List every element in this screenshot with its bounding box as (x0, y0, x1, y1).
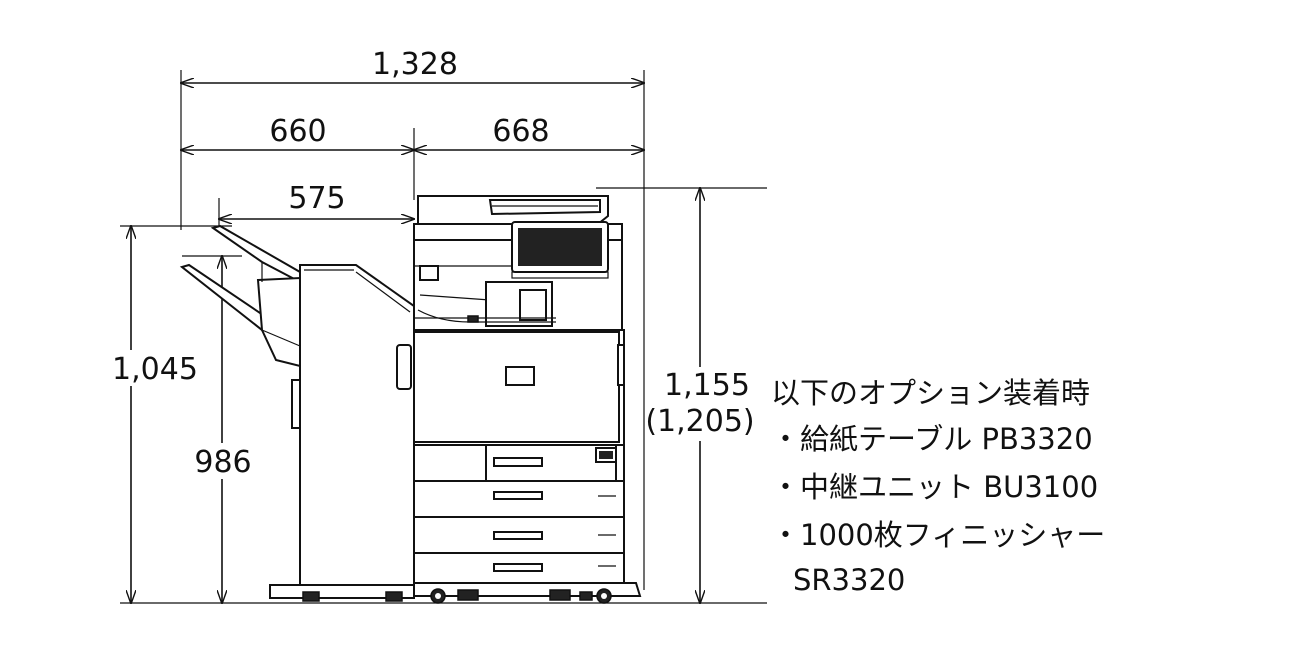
finisher-height-label: 1,045 (112, 352, 198, 387)
note-item-finisher-model: SR3320 (793, 563, 905, 597)
total-width-label: 1,328 (372, 47, 458, 82)
finisher-width-label: 660 (269, 114, 326, 149)
tray-width-label: 575 (288, 181, 345, 216)
main-height-alt-label: (1,205) (645, 404, 754, 439)
vertical-dimensions (120, 188, 767, 603)
note-item-bridge-unit: ・中継ユニット BU3100 (771, 470, 1098, 504)
main-unit (413, 195, 642, 604)
finisher-trays (179, 224, 303, 429)
option-notes: 以下のオプション装着時 ・給紙テーブル PB3320 ・中継ユニット BU310… (771, 376, 1105, 597)
main-height-label: 1,155 (664, 368, 750, 403)
main-width-label: 668 (492, 114, 549, 149)
notes-heading: 以下のオプション装着時 (771, 376, 1090, 410)
copier-illustration (179, 195, 642, 604)
horizontal-dimensions (181, 70, 644, 590)
tray-height-label: 986 (194, 445, 251, 480)
note-item-finisher: ・1000枚フィニッシャー (771, 518, 1105, 552)
dimension-labels: 1,328 660 668 575 1,045 986 1,155 (1,205… (112, 46, 755, 480)
note-item-paper-feed: ・給紙テーブル PB3320 (771, 422, 1093, 456)
